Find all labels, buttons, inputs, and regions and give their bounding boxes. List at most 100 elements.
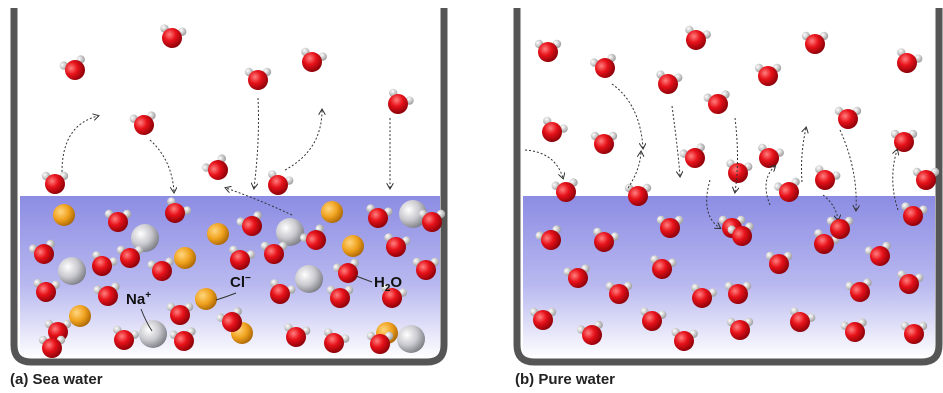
chloride-ion (342, 235, 364, 257)
water-molecule (703, 90, 730, 114)
water-molecule (260, 241, 288, 264)
motion-arrow (627, 152, 641, 189)
water-molecule (685, 25, 711, 50)
water-molecule (384, 233, 411, 257)
water-molecule (814, 229, 840, 254)
caption-pure-water: (b) Pure water (515, 371, 616, 388)
caption-sea-water: (a) Sea water (10, 371, 103, 388)
motion-arrow (254, 97, 259, 188)
water-molecule (845, 278, 872, 302)
motion-arrow (284, 110, 322, 171)
water-molecule (129, 111, 156, 135)
water-molecule (412, 257, 440, 280)
motion-arrow (765, 166, 775, 206)
water-molecule (92, 251, 118, 276)
water-molecule (551, 178, 578, 202)
svg-text:Cl−: Cl− (230, 273, 251, 291)
water-molecule (300, 224, 326, 250)
water-molecule (865, 241, 891, 266)
water-molecule (366, 204, 393, 228)
water-molecule (758, 143, 784, 168)
beaker-pure-water (513, 8, 943, 366)
water-molecule (41, 171, 69, 194)
beaker-a-wall (10, 8, 448, 366)
water-molecule (529, 307, 557, 330)
water-molecule (624, 183, 652, 206)
water-molecule (901, 202, 928, 226)
label-sodium-ion: Na+ (126, 290, 153, 332)
water-molecule (169, 327, 196, 351)
sodium-ion (295, 265, 323, 293)
water-molecule (165, 197, 191, 223)
sodium-ion (397, 325, 425, 353)
beaker-sea-water: Na+ Cl− H2O (10, 8, 448, 366)
water-molecule (840, 318, 867, 342)
chloride-ion (69, 305, 91, 327)
beaker-b-wall (513, 8, 943, 366)
water-molecule (640, 307, 667, 331)
motion-arrow (611, 83, 643, 148)
water-molecule (605, 281, 633, 304)
water-molecule (774, 177, 800, 202)
water-molecule (890, 129, 918, 152)
water-molecule (650, 255, 677, 279)
water-molecule (38, 335, 66, 358)
water-molecule (656, 70, 683, 94)
water-molecule (301, 47, 327, 72)
water-molecule (834, 106, 862, 129)
label-chloride-ion: Cl− (215, 273, 251, 301)
water-molecule (542, 116, 568, 142)
water-molecule (577, 320, 603, 345)
water-molecule (270, 279, 296, 304)
water-molecule (563, 264, 590, 288)
water-molecule (166, 302, 194, 325)
chloride-ion (321, 201, 343, 223)
motion-arrow (706, 179, 720, 228)
water-molecule (388, 88, 414, 114)
motion-arrow (671, 105, 680, 176)
svg-text:Na+: Na+ (126, 290, 151, 308)
water-molecule (801, 31, 829, 54)
water-molecule (160, 24, 187, 48)
sodium-ion (139, 320, 167, 348)
water-molecule (113, 325, 139, 350)
sodium-ion (399, 200, 427, 228)
water-molecule (671, 328, 698, 351)
sodium-ion (58, 257, 86, 285)
motion-arrow (61, 116, 98, 173)
water-molecule (326, 285, 354, 308)
svg-text:H2O: H2O (374, 274, 402, 294)
chloride-ion (195, 288, 217, 310)
motion-arrow (226, 188, 293, 216)
water-molecule (897, 270, 924, 294)
water-molecule (333, 258, 359, 283)
water-molecule (116, 245, 144, 268)
water-molecule (244, 67, 272, 90)
water-molecule (815, 165, 841, 190)
water-molecule (324, 328, 350, 353)
water-molecule (381, 283, 407, 308)
water-molecule (590, 53, 616, 78)
water-molecule (790, 307, 816, 332)
water-molecule (216, 307, 242, 332)
water-molecule (765, 251, 793, 274)
water-molecule (202, 154, 228, 180)
water-molecule (900, 321, 928, 344)
chloride-ion (174, 247, 196, 269)
water-molecule (284, 323, 311, 347)
water-molecule (726, 159, 753, 183)
water-molecule (535, 225, 561, 250)
water-molecule (724, 281, 752, 304)
motion-arrow (801, 128, 807, 183)
water-molecule (691, 283, 717, 308)
motion-arrow (149, 139, 174, 192)
water-molecule (147, 257, 174, 281)
water-molecule (366, 331, 394, 354)
water-molecule (93, 282, 120, 306)
water-molecule (229, 245, 255, 270)
water-molecule (33, 279, 60, 302)
water-molecule (726, 317, 754, 340)
water-molecule (679, 143, 705, 168)
chloride-ion (207, 223, 229, 245)
water-molecule (590, 131, 618, 154)
